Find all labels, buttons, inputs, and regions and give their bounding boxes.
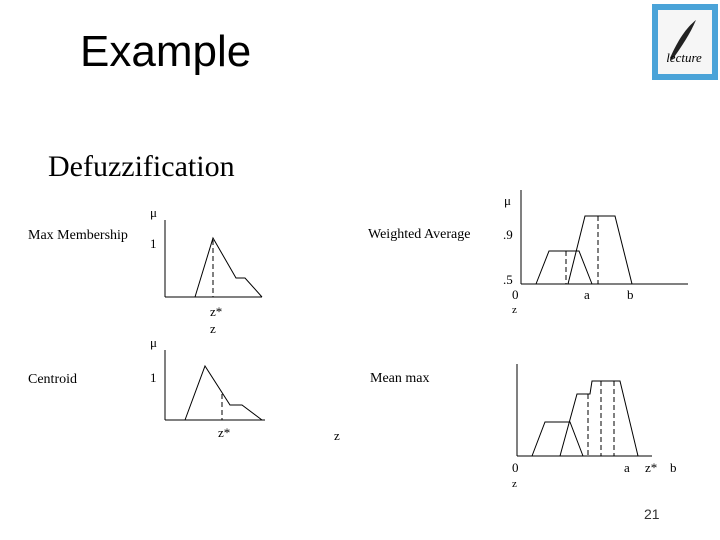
- weighted-average-zero: 0: [512, 287, 519, 302]
- centroid-z-label: z: [334, 428, 340, 443]
- quill-icon: [670, 20, 696, 60]
- max-membership-curve: [194, 236, 263, 298]
- mean-max-z-label: z: [512, 478, 517, 490]
- centroid-curve: [184, 364, 263, 421]
- slide-number: 21: [644, 506, 660, 522]
- mean-max-set-a: [531, 421, 584, 457]
- slide-title: Example: [80, 27, 252, 76]
- centroid-label: Centroid: [28, 372, 77, 387]
- mean-max-label: Mean max: [370, 371, 429, 386]
- max-membership-panel: Max Membership μ 1 z* z: [28, 205, 263, 336]
- max-membership-z-label: z: [210, 321, 216, 336]
- centroid-mu: μ: [150, 335, 157, 350]
- mean-max-b-label: b: [670, 460, 677, 475]
- mean-max-panel: Mean max 0 z a z* b: [370, 364, 677, 490]
- max-membership-zstar-label: z*: [210, 304, 222, 319]
- centroid-one: 1: [150, 370, 157, 385]
- logo-text: lecture: [666, 50, 702, 65]
- max-membership-one: 1: [150, 236, 157, 251]
- centroid-panel: Centroid μ 1 z* z: [28, 335, 340, 443]
- weighted-average-set-a: [535, 250, 593, 285]
- weighted-average-panel: Weighted Average μ .9 .5 0 z a b: [368, 190, 688, 316]
- logo-card: [658, 10, 712, 74]
- centroid-zstar-label: z*: [218, 425, 230, 440]
- weighted-average-label: Weighted Average: [368, 227, 470, 242]
- slide-subtitle: Defuzzification: [48, 150, 235, 183]
- weighted-average-set-b: [567, 215, 633, 285]
- max-membership-label: Max Membership: [28, 228, 128, 243]
- lecture-logo: lecture: [652, 4, 718, 80]
- weighted-average-z-label: z: [512, 304, 517, 316]
- weighted-average-a-label: a: [584, 287, 590, 302]
- weighted-average-mu: μ: [504, 193, 511, 208]
- mean-max-set-b: [559, 380, 639, 457]
- weighted-average-tick-5: .5: [503, 272, 513, 287]
- max-membership-mu: μ: [150, 205, 157, 220]
- weighted-average-tick-9: .9: [503, 227, 513, 242]
- mean-max-zstar-label: z*: [645, 460, 657, 475]
- weighted-average-b-label: b: [627, 287, 634, 302]
- mean-max-zero: 0: [512, 460, 519, 475]
- mean-max-a-label: a: [624, 460, 630, 475]
